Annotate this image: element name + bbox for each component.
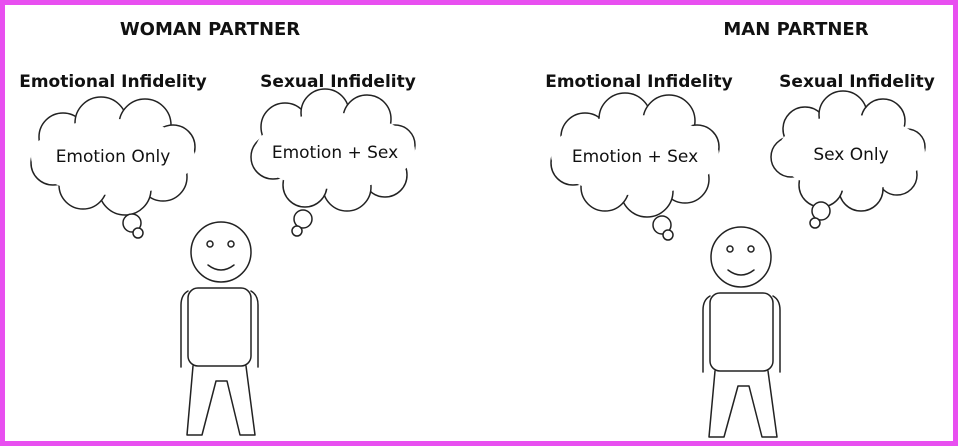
woman-sexual-thought-cloud: Emotion + Sex bbox=[250, 88, 416, 237]
man-emotional-thought-text: Emotion + Sex bbox=[572, 147, 698, 167]
left-arm bbox=[180, 290, 189, 368]
woman-emotional-infidelity-label: Emotional Infidelity bbox=[19, 72, 207, 92]
thought-bubble-dot bbox=[811, 201, 831, 221]
right-arm bbox=[772, 295, 781, 373]
man-sexual-thought-text: Sex Only bbox=[813, 145, 888, 165]
man-partner-title: MAN PARTNER bbox=[723, 19, 868, 40]
man-emotional-infidelity-label: Emotional Infidelity bbox=[545, 72, 733, 92]
legs bbox=[708, 370, 778, 438]
woman-emotional-thought-cloud: Emotion Only bbox=[30, 96, 196, 239]
eye bbox=[726, 245, 734, 253]
face-head bbox=[710, 226, 772, 288]
face-head bbox=[190, 221, 252, 283]
legs bbox=[186, 365, 256, 436]
woman-sexual-thought-text: Emotion + Sex bbox=[272, 143, 398, 163]
torso bbox=[709, 292, 774, 372]
thought-bubble-dot bbox=[662, 229, 674, 241]
woman-sexual-infidelity-label: Sexual Infidelity bbox=[260, 72, 416, 92]
eye bbox=[747, 245, 755, 253]
thought-bubble-dot bbox=[291, 225, 303, 237]
left-arm bbox=[702, 295, 711, 373]
smile bbox=[207, 264, 235, 271]
eye bbox=[206, 240, 214, 248]
man-stick-figure bbox=[702, 226, 781, 438]
thought-bubble-dot bbox=[293, 209, 313, 229]
woman-partner-title: WOMAN PARTNER bbox=[120, 19, 300, 40]
man-sexual-thought-cloud: Sex Only bbox=[770, 90, 926, 229]
man-sexual-infidelity-label: Sexual Infidelity bbox=[779, 72, 935, 92]
man-emotional-thought-cloud: Emotion + Sex bbox=[550, 92, 720, 241]
woman-stick-figure bbox=[180, 221, 259, 436]
thought-bubble-dot bbox=[132, 227, 144, 239]
diagram-canvas: WOMAN PARTNER Emotional Infidelity Sexua… bbox=[19, 19, 935, 438]
thought-bubble-dot bbox=[809, 217, 821, 229]
right-arm bbox=[250, 290, 259, 368]
torso bbox=[187, 287, 252, 367]
smile bbox=[727, 269, 755, 276]
woman-emotional-thought-text: Emotion Only bbox=[56, 147, 171, 167]
man-partner-section: MAN PARTNER Emotional Infidelity Sexual … bbox=[545, 19, 935, 438]
woman-partner-section: WOMAN PARTNER Emotional Infidelity Sexua… bbox=[19, 19, 416, 436]
eye bbox=[227, 240, 235, 248]
